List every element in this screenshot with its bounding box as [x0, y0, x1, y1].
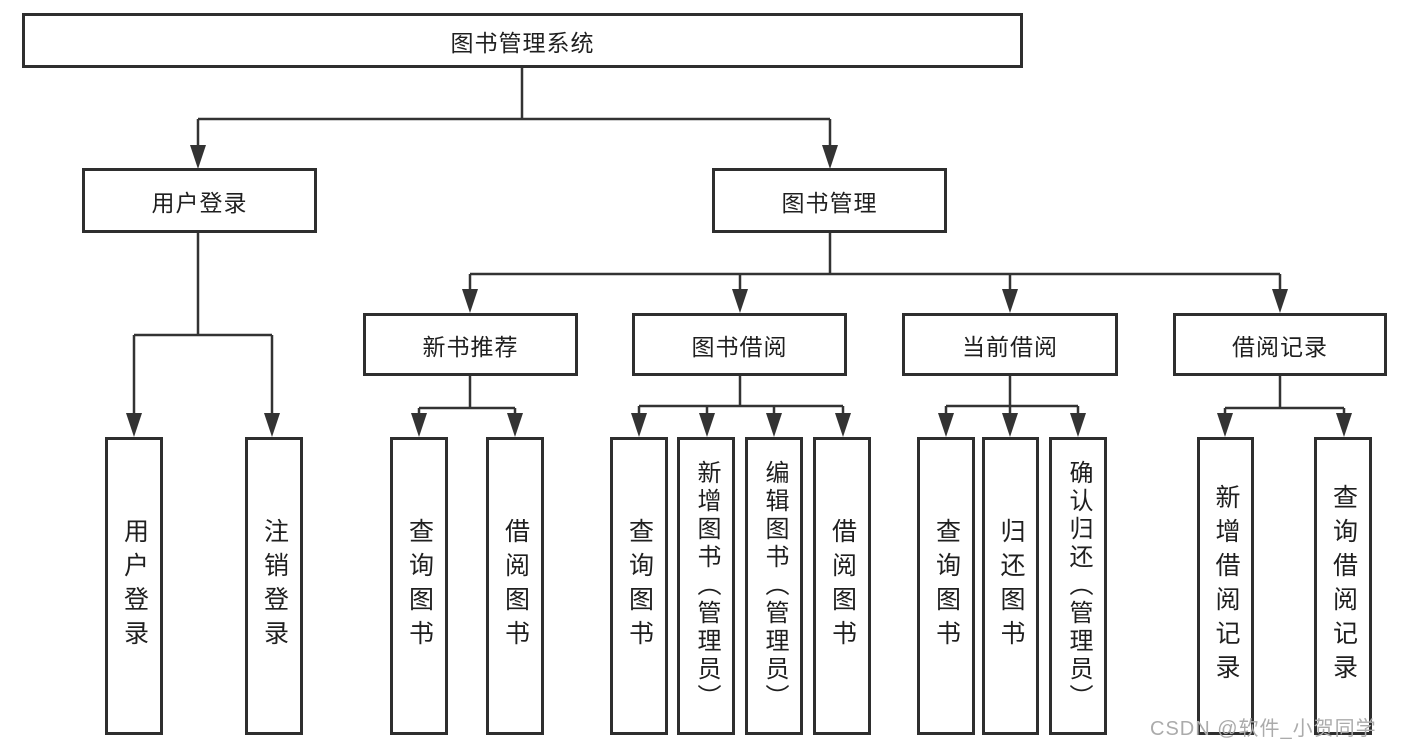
node-current-borrowing-label: 当前借阅: [962, 333, 1058, 360]
node-root-label: 图书管理系统: [450, 29, 595, 56]
leaf-confirm-return-admin: 确认归还（管理员）: [1049, 437, 1107, 735]
node-book-management: 图书管理: [712, 168, 947, 233]
leaf-return-book-label: 归还图书: [997, 518, 1025, 654]
leaf-edit-book-admin: 编辑图书（管理员）: [745, 437, 803, 735]
leaf-query-books-recommend-label: 查询图书: [405, 518, 434, 654]
leaf-add-book-admin: 新增图书（管理员）: [677, 437, 735, 735]
leaf-query-borrow-record-label: 查询借阅记录: [1329, 484, 1358, 688]
leaf-borrow-books-recommend-label: 借阅图书: [501, 518, 530, 654]
node-current-borrowing: 当前借阅: [902, 313, 1118, 376]
node-root: 图书管理系统: [22, 13, 1023, 68]
leaf-query-books-borrowing-label: 查询图书: [625, 518, 654, 654]
node-user-login: 用户登录: [82, 168, 317, 233]
leaf-add-book-admin-label: 新增图书（管理员）: [693, 460, 720, 712]
leaf-add-borrow-record-label: 新增借阅记录: [1212, 484, 1240, 688]
leaf-borrow-books-recommend: 借阅图书: [486, 437, 544, 735]
leaf-logout-label: 注销登录: [260, 518, 289, 654]
leaf-user-login: 用户登录: [105, 437, 163, 735]
watermark: CSDN @软件_小贺同学: [1150, 718, 1377, 740]
node-borrowing-records: 借阅记录: [1173, 313, 1387, 376]
node-borrowing-records-label: 借阅记录: [1232, 333, 1328, 360]
leaf-borrow-books-borrowing: 借阅图书: [813, 437, 871, 735]
node-book-management-label: 图书管理: [781, 189, 878, 216]
leaf-query-books-current-label: 查询图书: [932, 518, 961, 654]
arrowheads: [126, 145, 1352, 437]
leaf-add-borrow-record: 新增借阅记录: [1197, 437, 1254, 735]
node-new-book-recommendation-label: 新书推荐: [422, 333, 519, 360]
leaf-query-borrow-record: 查询借阅记录: [1314, 437, 1372, 735]
leaf-query-books-borrowing: 查询图书: [610, 437, 668, 735]
node-book-borrowing: 图书借阅: [632, 313, 847, 376]
leaf-query-books-current: 查询图书: [917, 437, 975, 735]
leaf-confirm-return-admin-label: 确认归还（管理员）: [1065, 460, 1092, 712]
leaf-logout: 注销登录: [245, 437, 303, 735]
leaf-borrow-books-borrowing-label: 借阅图书: [828, 518, 857, 654]
node-new-book-recommendation: 新书推荐: [363, 313, 578, 376]
leaf-query-books-recommend: 查询图书: [390, 437, 448, 735]
node-user-login-label: 用户登录: [151, 189, 248, 216]
leaf-return-book: 归还图书: [982, 437, 1039, 735]
node-book-borrowing-label: 图书借阅: [691, 333, 788, 360]
leaf-user-login-label: 用户登录: [120, 518, 149, 654]
leaf-edit-book-admin-label: 编辑图书（管理员）: [761, 460, 788, 712]
